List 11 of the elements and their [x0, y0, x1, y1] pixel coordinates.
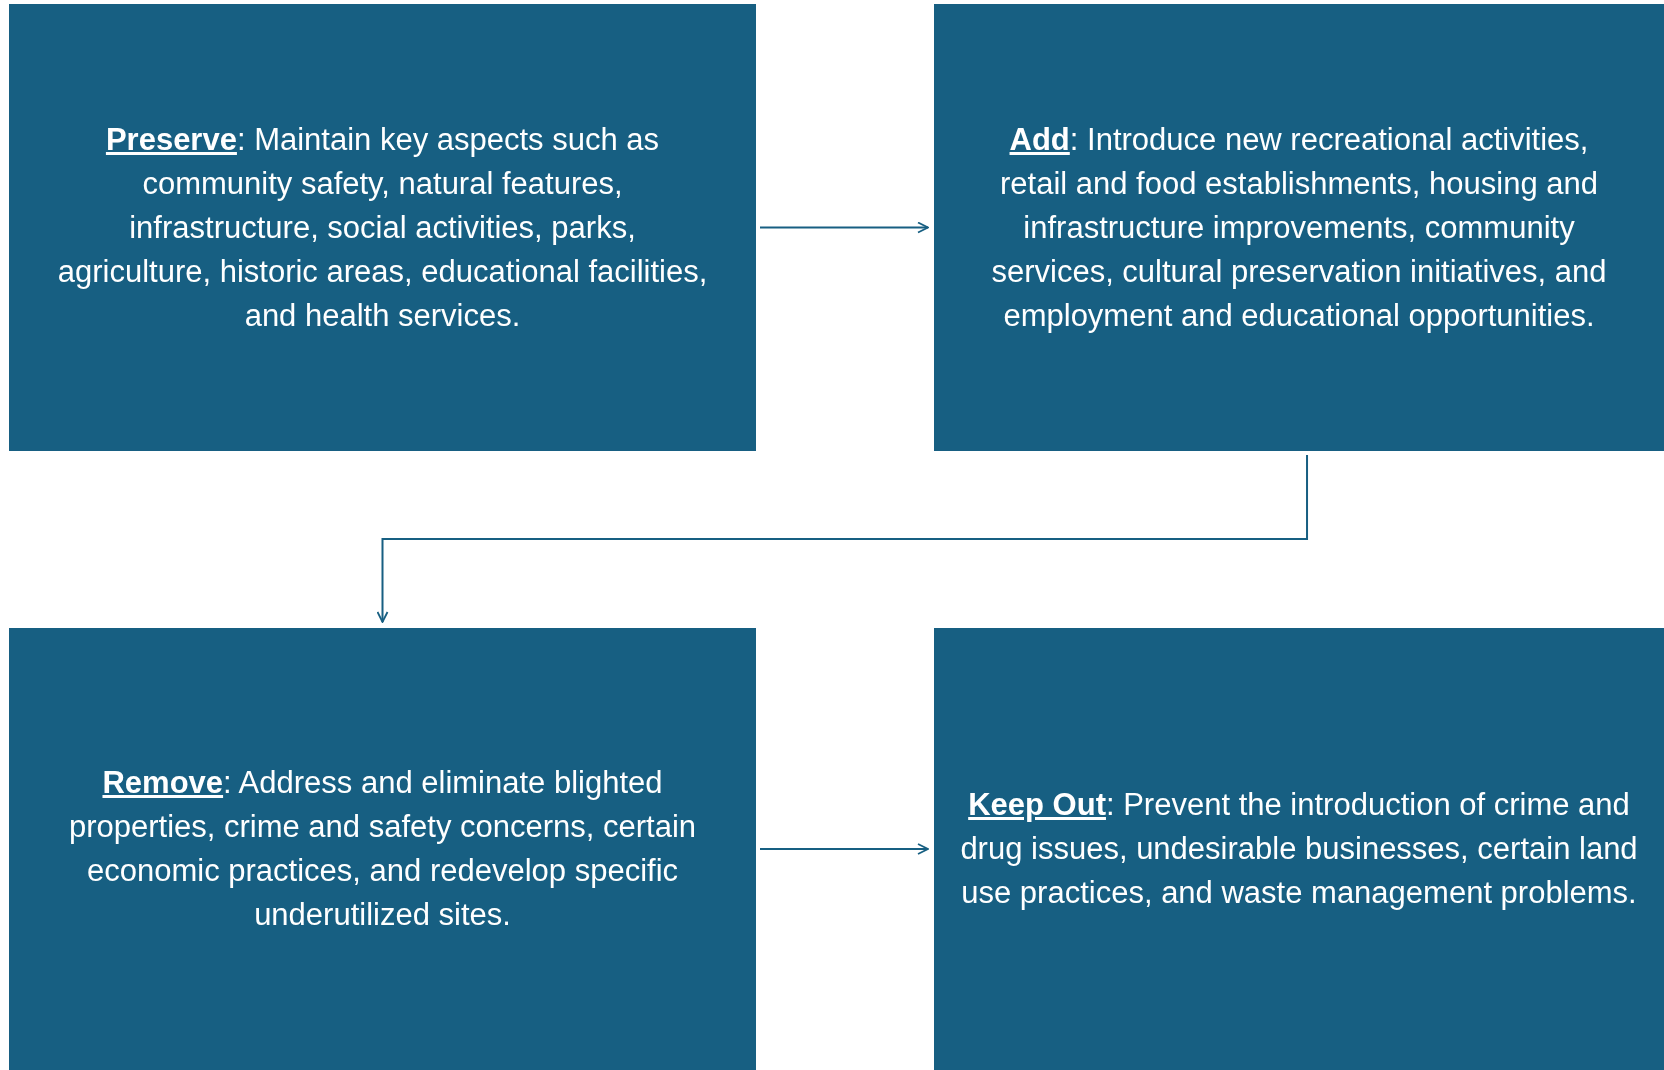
- box-text: Keep Out: Prevent the introduction of crime and drug issues, undesirable businesses, certain land use practices, and waste management problems.: [959, 786, 1639, 912]
- process-box: [934, 628, 1664, 1070]
- arrow: [759, 843, 929, 855]
- box-text: Add: Introduce new recreational activities, retail and food establishments, housing and infrastructure improvements, community services, cultural preservation initiatives, and employment and educational opportunities.: [990, 120, 1608, 335]
- box-text: Preserve: Maintain key aspects such as community safety, natural features, infrastructure, social activities, parks, agriculture, historic areas, educational facilities, and health services.: [56, 120, 709, 335]
- process-box: [9, 628, 756, 1070]
- process-box: [934, 4, 1664, 451]
- arrow: [376, 454, 1309, 623]
- box-text: Remove: Address and eliminate blighted properties, crime and safety concerns, certain economic practices, and redevelop specific underutilized sites.: [67, 764, 698, 934]
- process-box: [9, 4, 756, 451]
- arrow: [759, 221, 929, 234]
